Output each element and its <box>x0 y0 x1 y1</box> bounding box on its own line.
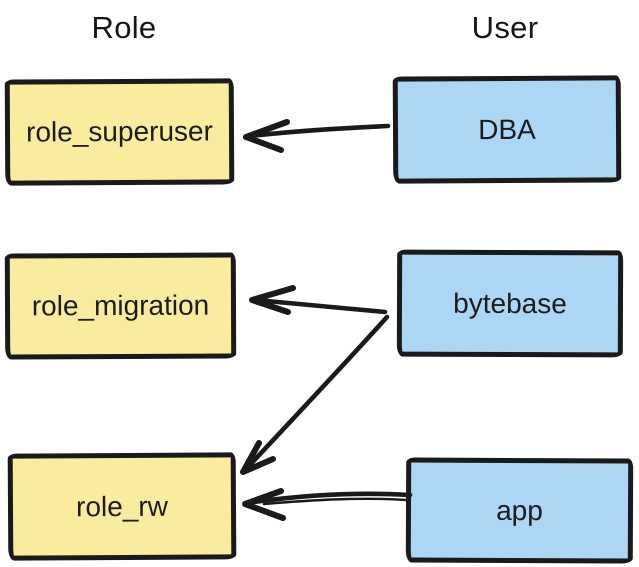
node-dba: DBA <box>392 75 622 184</box>
node-role-superuser-label: role_superuser <box>26 115 213 148</box>
node-bytebase-label: bytebase <box>453 287 567 319</box>
node-app-label: app <box>496 494 543 526</box>
arrow-dba-to-role-superuser <box>243 119 391 153</box>
node-role-superuser: role_superuser <box>4 78 235 186</box>
column-title-user: User <box>471 10 539 45</box>
node-role-rw-label: role_rw <box>75 490 168 522</box>
arrow-app-to-role-rw <box>242 488 413 521</box>
node-dba-label: DBA <box>478 113 536 145</box>
node-bytebase: bytebase <box>396 249 624 358</box>
arrow-bytebase-to-role-rw <box>240 314 390 475</box>
node-role-rw: role_rw <box>7 452 237 561</box>
arrow-bytebase-to-role-migration <box>249 285 388 315</box>
node-app: app <box>405 457 634 564</box>
column-title-role: Role <box>91 10 157 45</box>
node-role-migration-label: role_migration <box>31 289 210 322</box>
node-role-migration: role_migration <box>4 252 237 360</box>
